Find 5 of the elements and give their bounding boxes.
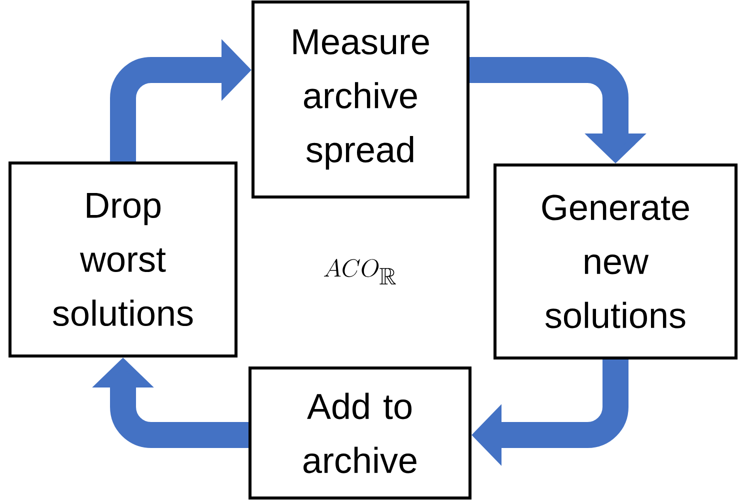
process-box: Measure archive spread xyxy=(252,0,470,198)
process-box: Drop worst solutions xyxy=(8,162,238,358)
formula-label: $ACO_{\mathbb{R}}$ xyxy=(324,258,396,284)
process-box: Add to archive xyxy=(248,366,472,500)
process-box: Generate new solutions xyxy=(494,164,738,360)
